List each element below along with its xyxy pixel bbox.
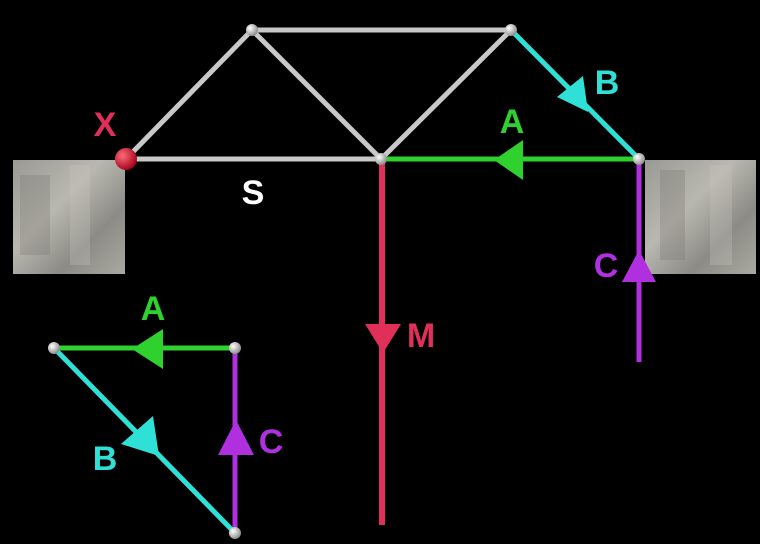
member-inner-left: [249, 27, 384, 162]
joint: [229, 342, 241, 354]
joint: [246, 24, 258, 36]
force-triangle: [48, 329, 254, 539]
left-wall: [13, 160, 125, 274]
joint: [505, 24, 517, 36]
triangle-label-b: B: [93, 440, 118, 478]
truss-members: [123, 27, 514, 162]
pin-joint-x: [115, 148, 137, 170]
arrow-down-right-icon: [121, 416, 159, 456]
triangle-label-a: A: [141, 290, 166, 328]
arrow-up-icon: [218, 420, 254, 455]
arrow-down-icon: [365, 324, 401, 353]
joint: [48, 342, 60, 354]
label-m: M: [407, 317, 435, 355]
label-a: A: [500, 103, 525, 141]
right-wall: [645, 160, 756, 274]
joint: [229, 527, 241, 539]
triangle-label-c: C: [259, 423, 284, 461]
joint: [375, 153, 387, 165]
joint: [633, 153, 645, 165]
arrow-down-right-icon: [557, 76, 588, 112]
arrow-up-icon: [622, 250, 656, 282]
label-c: C: [594, 247, 619, 285]
label-b: B: [595, 64, 620, 102]
arrow-left-icon: [494, 140, 523, 180]
label-s: S: [242, 174, 265, 212]
member-inner-right: [378, 27, 514, 162]
arrow-left-icon: [132, 329, 163, 369]
label-x: X: [94, 106, 117, 144]
member-left-diagonal: [123, 27, 255, 162]
